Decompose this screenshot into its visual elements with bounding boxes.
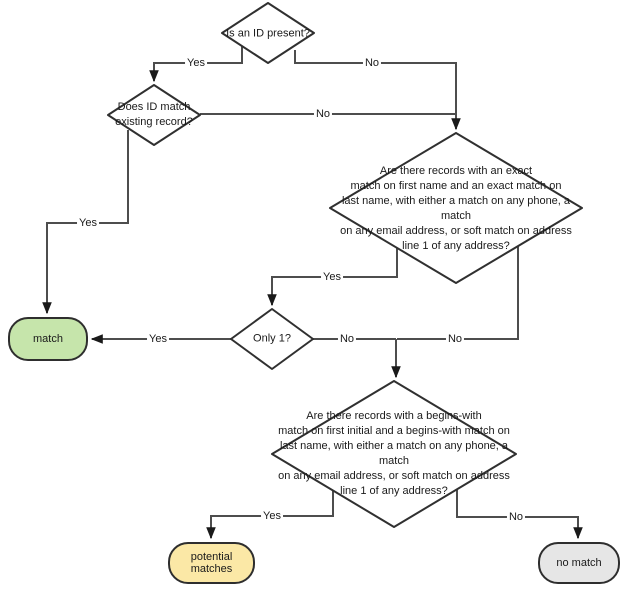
terminal-match: match — [8, 317, 88, 361]
edge-label-exact-match-yes: Yes — [321, 271, 343, 283]
edge-label-only-one-yes: Yes — [147, 333, 169, 345]
edge-label-id-match-no: No — [313, 108, 333, 120]
terminal-no-match-label: no match — [556, 557, 602, 569]
terminal-potential-matches-label: potential matches — [190, 551, 233, 575]
edge-label-id-present-no: No — [362, 57, 382, 69]
edge-label-exact-match-no: No — [445, 333, 465, 345]
edge-label-begins-with-no: No — [506, 511, 526, 523]
edge-label-id-present-yes: Yes — [185, 57, 207, 69]
decision-exact-match — [329, 132, 583, 284]
edge-label-only-one-no: No — [337, 333, 357, 345]
terminal-match-label: match — [33, 333, 63, 345]
edge-label-id-match-yes: Yes — [77, 217, 99, 229]
decision-does-id-match — [107, 84, 201, 146]
terminal-no-match: no match — [538, 542, 620, 584]
edge-exact-match-no — [397, 245, 519, 340]
decision-begins-with — [271, 380, 517, 528]
decision-is-id-present — [221, 2, 315, 64]
terminal-potential-matches: potential matches — [168, 542, 255, 584]
edge-label-begins-with-yes: Yes — [261, 510, 283, 522]
decision-only-one — [230, 308, 314, 370]
